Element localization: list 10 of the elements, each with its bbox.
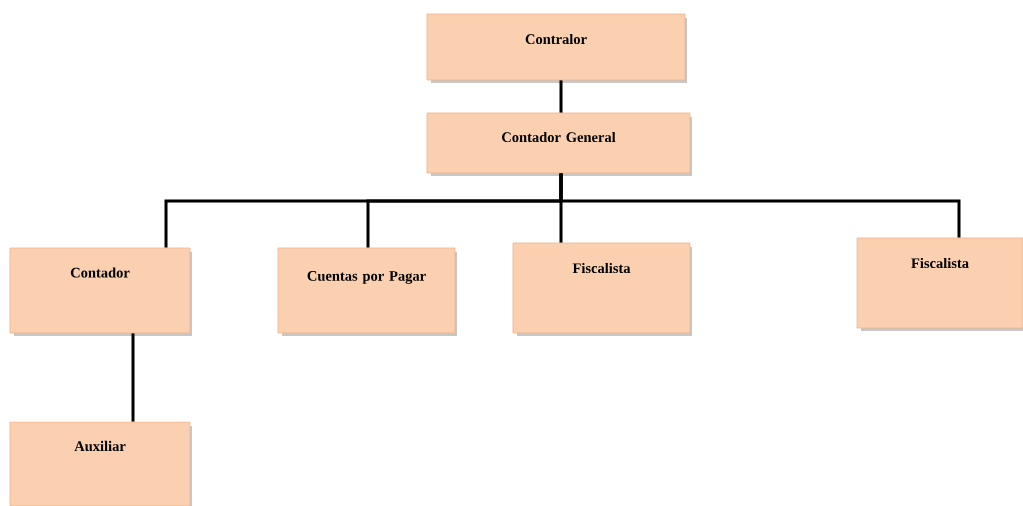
org-box: Auxiliar [9, 421, 192, 506]
connector-line [559, 80, 563, 113]
org-box: Contador [9, 247, 192, 336]
connector-line [131, 333, 135, 422]
org-box: Contador General [426, 112, 692, 176]
org-box: Fiscalista [512, 242, 692, 336]
org-box: Cuentas por Pagar [277, 247, 457, 336]
org-box: Fiscalista [856, 237, 1023, 331]
connector-line [559, 173, 961, 238]
org-box: Contralor [426, 13, 687, 83]
